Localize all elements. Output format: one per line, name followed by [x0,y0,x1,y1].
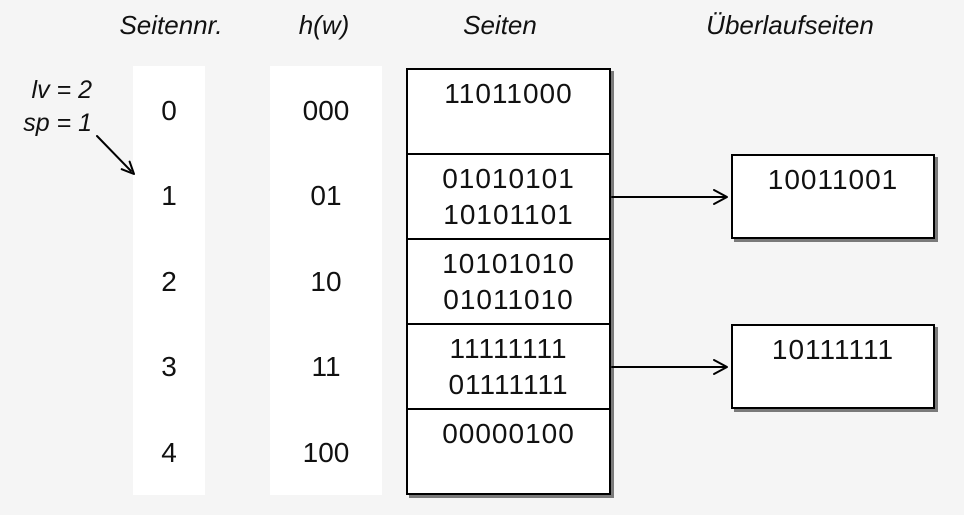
page-cell-2: 10101010 01011010 [408,238,609,323]
overflow-entry: 10011001 [767,164,899,195]
column-header-page-number: Seitennr. [119,10,223,40]
column-header-hash: h(w) [298,10,350,40]
hash-value-label: 000 [302,94,350,126]
page-cell-0: 11011000 [408,70,609,153]
hash-value-label: 100 [302,436,350,468]
split-pointer-label: sp = 1 [23,109,92,137]
page-cell-3: 11111111 01111111 [408,323,609,408]
page-cell-1: 01010101 10101101 [408,153,609,238]
page-cell-4: 00000100 [408,408,609,493]
split-pointer-arrow-icon [96,135,135,175]
page-entry: 01010101 [442,163,575,194]
overflow-page-box-row3: 10111111 [731,324,935,409]
page-number-label: 1 [161,179,177,211]
hash-value-column [270,66,382,495]
page-entry [408,452,609,488]
page-entry: 10101101 [443,199,574,230]
overflow-arrow-row1-icon [611,189,728,205]
page-number-label: 0 [161,94,177,126]
overflow-arrow-row3-icon [611,359,728,375]
page-entry [408,112,609,148]
page-entry: 00000100 [442,418,575,449]
page-entry: 01111111 [448,369,569,400]
hash-value-label: 11 [311,350,341,382]
page-entry: 01011010 [443,284,574,315]
page-number-column [133,66,205,495]
page-number-label: 4 [161,436,177,468]
column-header-overflow: Überlaufseiten [706,10,874,40]
page-entry: 10101010 [442,248,575,279]
page-entry: 11111111 [449,333,568,364]
page-number-label: 3 [161,350,177,382]
column-header-pages: Seiten [463,10,537,40]
page-entry: 11011000 [444,78,573,109]
level-split-annotation: lv = 2 sp = 1 [4,74,92,140]
hash-value-label: 10 [310,265,342,297]
page-number-label: 2 [161,265,177,297]
overflow-entry: 10111111 [771,334,895,365]
pages-table: 11011000 01010101 10101101 10101010 0101… [406,68,611,495]
hash-value-label: 01 [310,179,342,211]
level-label: lv = 2 [31,76,92,104]
overflow-page-box-row1: 10011001 [731,154,935,239]
